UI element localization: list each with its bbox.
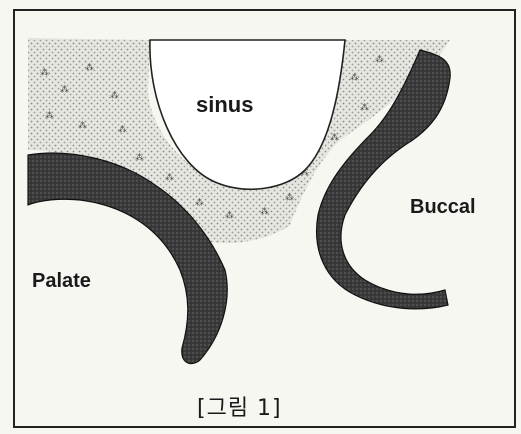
svg-text:⁂: ⁂: [285, 192, 294, 203]
svg-text:⁂: ⁂: [260, 206, 269, 217]
svg-text:⁂: ⁂: [40, 67, 49, 78]
svg-text:⁂: ⁂: [195, 197, 204, 208]
sinus-label: sinus: [196, 92, 253, 118]
svg-text:⁂: ⁂: [78, 120, 87, 131]
svg-text:⁂: ⁂: [360, 102, 369, 113]
svg-text:⁂: ⁂: [225, 210, 234, 221]
buccal-label: Buccal: [410, 196, 476, 219]
svg-text:⁂: ⁂: [135, 152, 144, 163]
svg-text:⁂: ⁂: [118, 124, 127, 135]
svg-text:⁂: ⁂: [330, 132, 339, 143]
figure-caption: [그림 1]: [197, 390, 282, 422]
svg-text:⁂: ⁂: [110, 90, 119, 101]
svg-text:⁂: ⁂: [45, 110, 54, 121]
svg-text:⁂: ⁂: [60, 84, 69, 95]
svg-text:⁂: ⁂: [85, 62, 94, 73]
svg-text:⁂: ⁂: [375, 54, 384, 65]
svg-text:⁂: ⁂: [165, 172, 174, 183]
svg-text:⁂: ⁂: [350, 72, 359, 83]
palate-label: Palate: [32, 270, 91, 293]
